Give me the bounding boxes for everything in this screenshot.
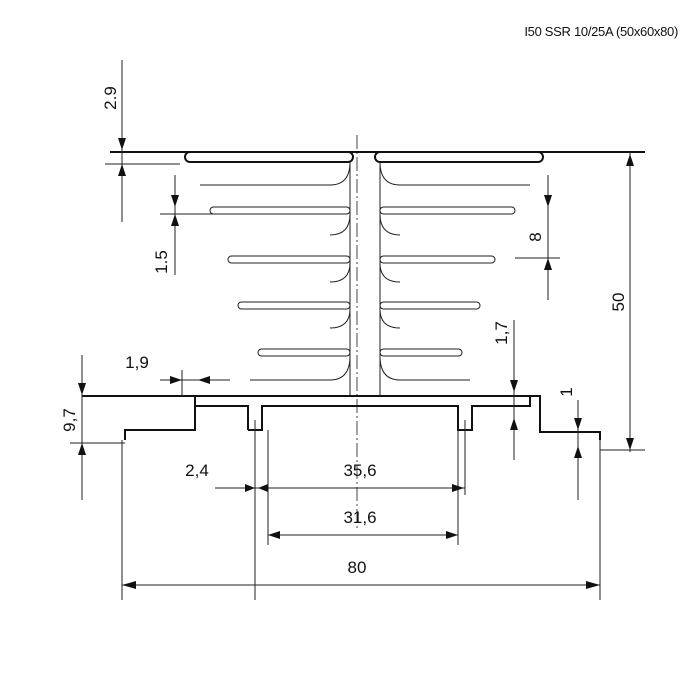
dim-slot-offset: 2,4 [185, 461, 209, 480]
dim-base-step: 1,9 [125, 353, 149, 372]
dim-flange-thickness: 1 [557, 387, 576, 396]
dim-right-step: 1,7 [492, 321, 511, 345]
dimension-lines [70, 60, 645, 589]
dim-base-height: 9,7 [60, 408, 79, 432]
dim-outer-slot-width: 35,6 [343, 461, 376, 480]
dim-fin-pitch: 8 [526, 232, 545, 241]
dim-height: 50 [609, 293, 628, 312]
dim-inner-slot-width: 31,6 [343, 508, 376, 527]
dim-total-width: 80 [348, 558, 367, 577]
heatsink-profile [82, 135, 645, 600]
dim-fin-thickness: 1.5 [152, 250, 171, 274]
drawing-title: I50 SSR 10/25A (50x60x80) [524, 24, 678, 39]
dim-top-thickness: 2.9 [101, 86, 120, 110]
